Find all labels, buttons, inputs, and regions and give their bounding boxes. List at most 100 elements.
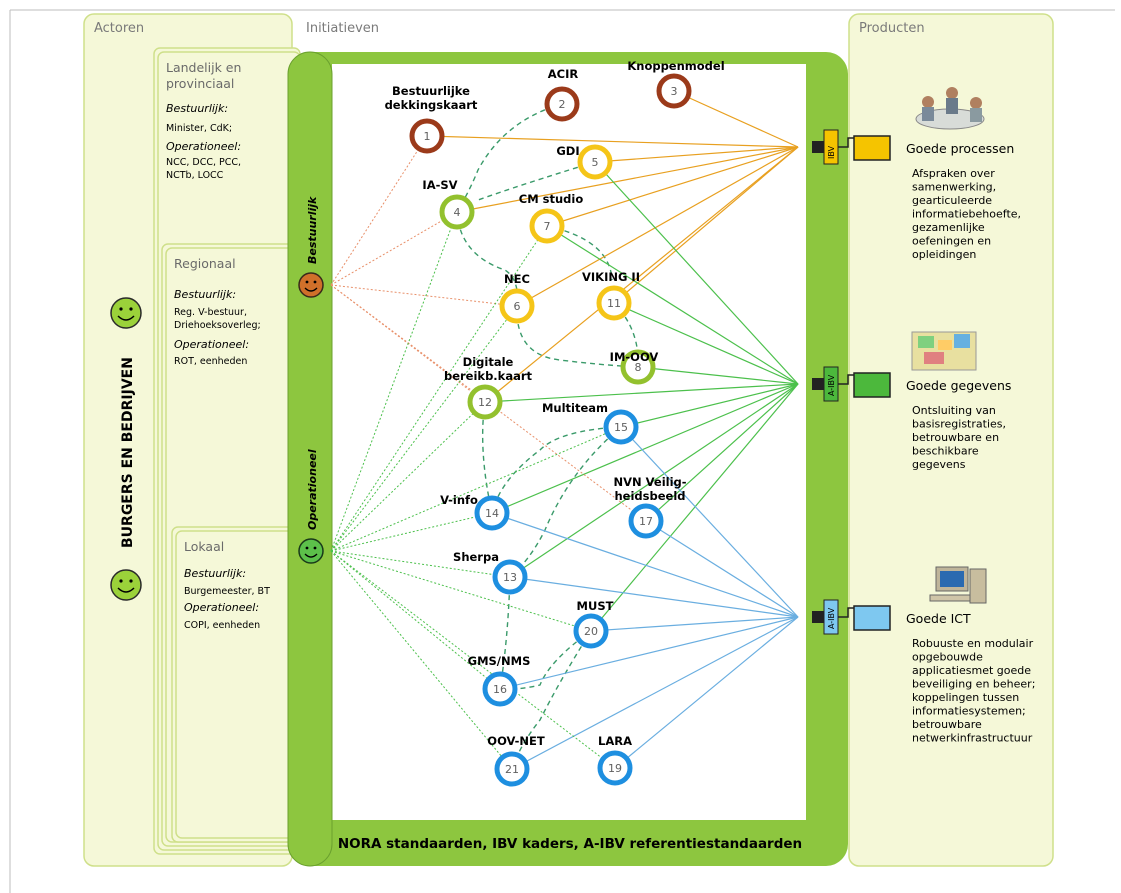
initiative-node[interactable]: 5 GDI [556, 144, 613, 180]
node-label: IA-SV [422, 178, 457, 192]
product-line [491, 383, 799, 514]
initiative-node[interactable]: 20 MUST [573, 599, 614, 649]
node-label: GDI [556, 144, 579, 158]
node-circle [597, 750, 633, 786]
product-desc-line: gezamenlijke [912, 221, 985, 234]
initiative-node[interactable]: 7CM studio [519, 192, 584, 244]
node-label: NVN Veilig- [613, 475, 686, 489]
node-number: 20 [584, 625, 598, 638]
node-circle [628, 503, 664, 539]
node-number: 11 [607, 297, 621, 310]
node-label: CM studio [519, 192, 584, 206]
actor-line [330, 512, 493, 552]
node-label: GMS/NMS [468, 654, 531, 668]
node-circle [620, 349, 656, 385]
initiative-node[interactable]: 2 ACIR [544, 67, 580, 122]
product-line [645, 520, 799, 618]
node-label: V-info [440, 493, 478, 507]
computer-icon [929, 566, 987, 604]
regionaal-operationeel-label: Operationeel: [174, 338, 249, 351]
node-label: NEC [504, 272, 530, 286]
initiative-node[interactable]: 16 GMS/NMS [468, 654, 531, 707]
product-title: Goede ICT [906, 611, 971, 626]
node-number: 5 [592, 156, 599, 169]
map-data-icon [911, 331, 977, 371]
product-line [546, 146, 799, 227]
lokaal-bestuurlijk-label: Bestuurlijk: [184, 567, 246, 580]
burgers-label: BURGERS EN BEDRIJVEN [120, 357, 136, 548]
plug-label: A-IBV [827, 374, 836, 396]
node-circle [474, 495, 510, 531]
actor-line [330, 550, 616, 769]
product-title: Goede processen [906, 141, 1014, 156]
product-box [853, 605, 891, 631]
product-desc-line: koppelingen tussen [912, 691, 1019, 704]
actor-line [330, 225, 548, 552]
node-label-2: dekkingskaart [385, 98, 478, 112]
actor-line [330, 211, 458, 552]
product-desc-line: Afspraken over [912, 167, 995, 180]
node-number: 4 [454, 206, 461, 219]
landelijk-operationeel-text: NCC, DCC, PCC, [166, 157, 241, 168]
actor-line [330, 135, 428, 286]
node-number: 14 [485, 507, 499, 520]
actor-line [330, 211, 458, 286]
product-desc-line: informatiebehoefte, [912, 208, 1021, 221]
node-label: ACIR [548, 67, 579, 81]
node-circle [544, 86, 580, 122]
dependency-line [491, 426, 622, 514]
product-desc-line: opleidingen [912, 248, 976, 261]
node-number: 15 [614, 421, 628, 434]
operationeel-smiley-icon [298, 538, 324, 564]
product-desc-line: beschikbare [912, 445, 979, 458]
node-circle [494, 751, 530, 787]
product-desc-line: betrouwbare en [912, 431, 999, 444]
plug-connector [812, 378, 826, 390]
product-line [491, 512, 799, 618]
people-meeting-icon [915, 87, 985, 130]
regionaal-title: Regionaal [174, 256, 236, 271]
initiative-node[interactable]: 8IM-OOV [610, 349, 659, 385]
node-number: 3 [671, 85, 678, 98]
node-label: IM-OOV [610, 350, 659, 364]
plug-label: A-IBV [827, 607, 836, 629]
node-circle [492, 559, 528, 595]
actor-line [330, 550, 592, 632]
node-circle [603, 409, 639, 445]
plug-connector [812, 141, 826, 153]
node-number: 2 [559, 98, 566, 111]
bestuurlijk-bar-label: Bestuurlijk [298, 196, 324, 298]
node-label: MUST [577, 599, 614, 613]
actor-line [330, 550, 501, 690]
dependency-line [456, 211, 519, 307]
landelijk-bestuurlijk-text: Minister, CdK; [166, 123, 232, 134]
node-circle [467, 384, 503, 420]
product-box [853, 372, 891, 398]
initiative-node[interactable]: 4 IA-SV [422, 178, 475, 230]
landelijk-title: Landelijk en [166, 60, 241, 75]
product-desc-line: opgebouwde [912, 651, 983, 664]
product-line [516, 146, 799, 307]
node-number: 16 [493, 683, 507, 696]
node-label-2: heidsbeeld [614, 489, 685, 503]
landelijk-title-2: provinciaal [166, 76, 234, 91]
product-desc-line: oefeningen en [912, 235, 991, 248]
node-label: Digitale [463, 355, 514, 369]
product-line [499, 616, 799, 690]
actor-line [330, 284, 518, 307]
initiative-node[interactable]: 14 V-info [440, 493, 510, 531]
